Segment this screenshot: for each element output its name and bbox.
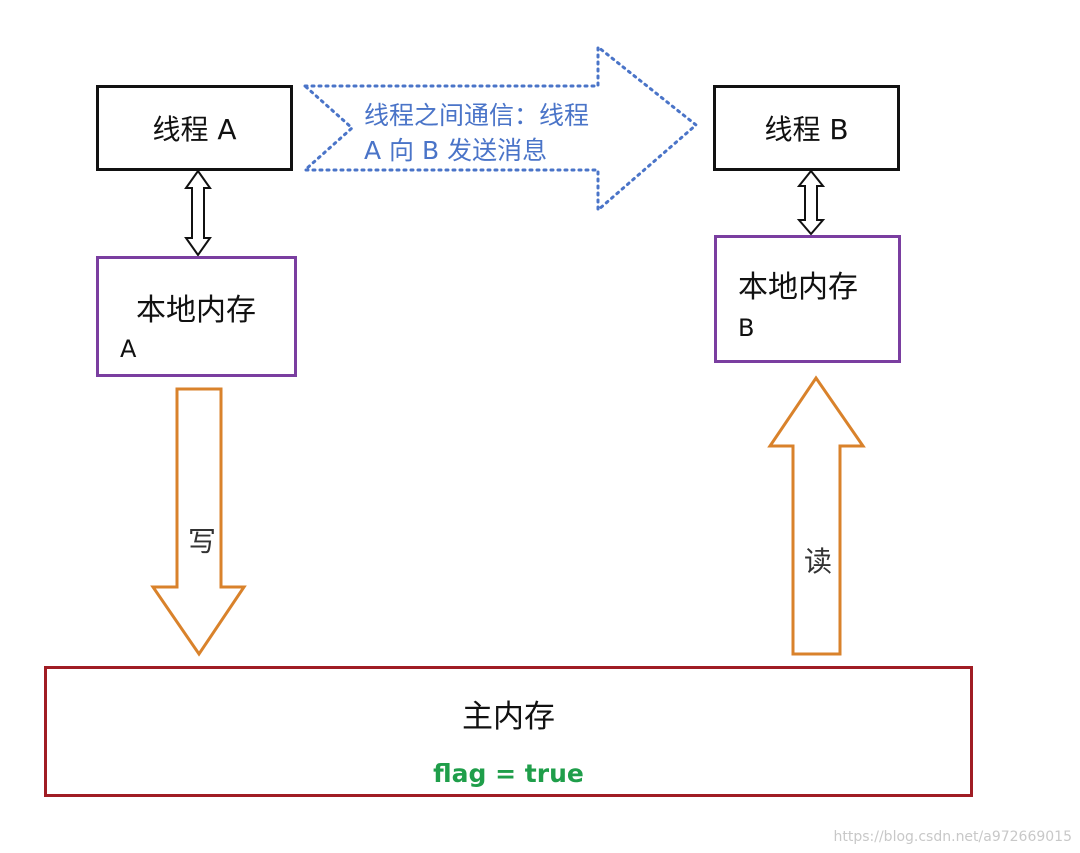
local-memory-b-sub: B (738, 314, 755, 342)
main-memory-box: 主内存 flag = true (44, 666, 973, 797)
read-arrow-label: 读 (804, 545, 833, 578)
thread-a-sync-arrow (184, 169, 212, 257)
read-arrow (767, 375, 866, 656)
communication-label: 线程之间通信：线程 A 向 B 发送消息 (364, 101, 590, 165)
thread-b-box: 线程 B (713, 85, 900, 171)
thread-a-label: 线程 A (152, 113, 237, 146)
local-memory-a-box: 本地内存 A (96, 256, 297, 377)
local-memory-a-sub: A (120, 335, 137, 363)
local-memory-b-box: 本地内存 B (714, 235, 901, 363)
thread-a-box: 线程 A (96, 85, 293, 171)
main-memory-flag: flag = true (433, 759, 584, 788)
local-memory-a-title: 本地内存 (136, 293, 256, 328)
watermark: https://blog.csdn.net/a972669015 (833, 829, 1073, 845)
write-arrow-label: 写 (188, 525, 217, 558)
local-memory-b-title: 本地内存 (738, 270, 858, 305)
communication-arrow (301, 43, 699, 214)
main-memory-title: 主内存 (462, 699, 555, 735)
write-arrow (150, 387, 247, 657)
thread-b-sync-arrow (796, 169, 826, 236)
thread-b-label: 线程 B (764, 113, 849, 146)
